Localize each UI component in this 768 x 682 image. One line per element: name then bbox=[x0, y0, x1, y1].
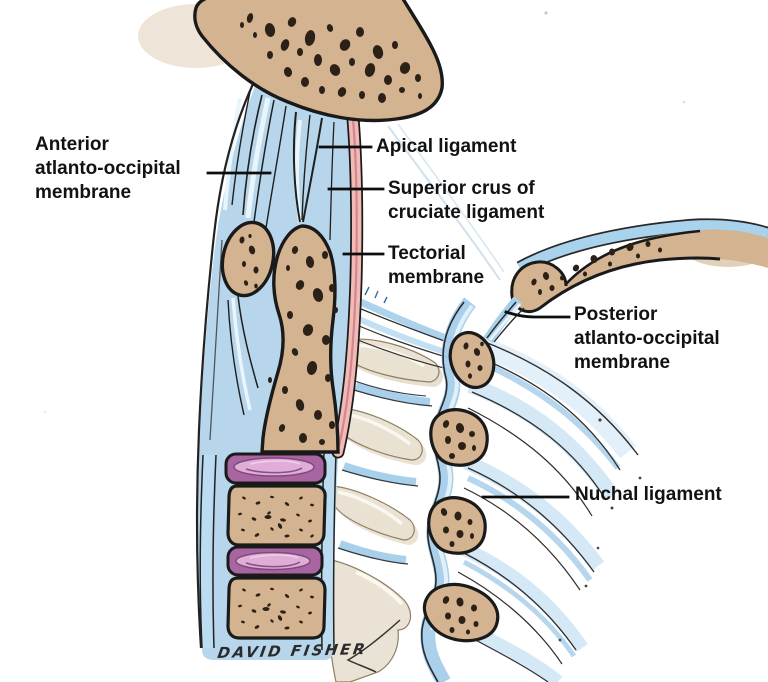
clivus-speckles bbox=[240, 13, 422, 103]
label-anterior-atlanto-occipital-membrane: Anterior atlanto-occipital membrane bbox=[35, 134, 181, 203]
posterior-atlanto-occipital-membrane bbox=[483, 296, 525, 344]
nuchal-ligament-fibers bbox=[457, 335, 642, 682]
intervertebral-disc-upper bbox=[224, 452, 327, 485]
atlas-posterior-arch bbox=[448, 330, 496, 390]
vertebral-body-c3 bbox=[226, 484, 327, 547]
neural-arch-cream-structures bbox=[327, 338, 443, 682]
atlas-anterior-arch bbox=[220, 220, 276, 298]
leader-posterior-membrane bbox=[504, 310, 571, 319]
axis-dens-body bbox=[260, 224, 340, 454]
label-posterior-atlanto-occipital-membrane: Posterior atlanto-occipital membrane bbox=[574, 304, 720, 373]
spinous-process-c3 bbox=[427, 496, 487, 555]
leader-lines bbox=[206, 145, 571, 499]
label-nuchal-ligament: Nuchal ligament bbox=[575, 484, 722, 505]
spinous-process-c2 bbox=[429, 408, 489, 467]
label-tectorial-membrane: Tectorial membrane bbox=[388, 243, 485, 288]
spinous-process-c4 bbox=[422, 582, 500, 643]
tectorial-membrane-band bbox=[331, 63, 364, 459]
vertebral-body-c4 bbox=[226, 576, 327, 640]
occipital-bone-clivus bbox=[193, 0, 444, 123]
intervertebral-disc-lower bbox=[226, 545, 324, 577]
label-apical-ligament: Apical ligament bbox=[376, 136, 517, 157]
label-superior-crus-cruciate-ligament: Superior crus of cruciate ligament bbox=[388, 178, 545, 223]
posterior-occipital-bone bbox=[510, 218, 768, 313]
background-specks bbox=[43, 11, 686, 414]
